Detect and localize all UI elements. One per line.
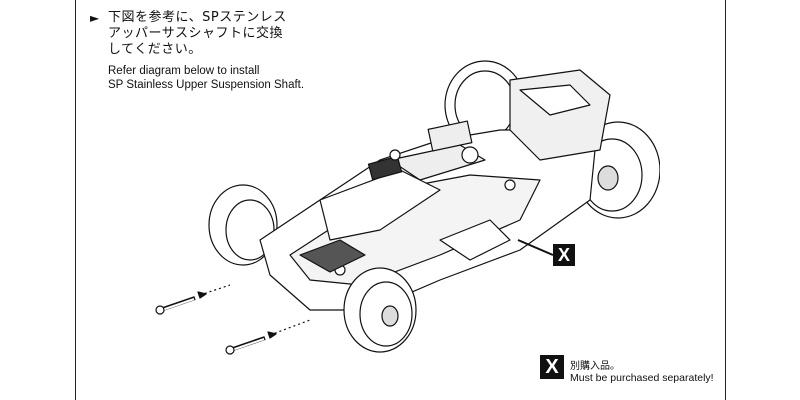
optional-part-callout: X: [553, 244, 575, 266]
chassis-body: [259, 69, 611, 311]
bullet-arrow-icon: ►: [90, 11, 100, 25]
instruction-jp-line-1: 下図を参考に、SPステンレス: [108, 10, 287, 25]
legend-english: Must be purchased separately!: [570, 372, 714, 384]
legend: X 別購入品。 Must be purchased separately!: [540, 355, 730, 391]
upper-suspension-shaft-1: [155, 284, 231, 315]
upper-suspension-shaft-2: [225, 319, 311, 355]
instruction-en-line-1: Refer diagram below to install: [108, 65, 260, 77]
instruction-en-line-2: SP Stainless Upper Suspension Shaft.: [108, 79, 305, 91]
callout-leader-line: [517, 239, 554, 256]
instruction-jp-line-2: アッパーサスシャフトに交換: [108, 26, 283, 41]
legend-japanese: 別購入品。: [570, 361, 620, 372]
instruction-english: Refer diagram below to install SP Stainl…: [108, 64, 304, 92]
separate-purchase-mark-icon: X: [540, 355, 564, 379]
chassis-diagram: [155, 60, 660, 355]
instruction-japanese: 下図を参考に、SPステンレス アッパーサスシャフトに交換 してください。: [108, 10, 287, 58]
rear-top-wheel: [444, 60, 526, 150]
front-right-wheel: [343, 267, 417, 353]
page-frame: [75, 0, 726, 400]
instruction-jp-line-3: してください。: [108, 42, 202, 57]
